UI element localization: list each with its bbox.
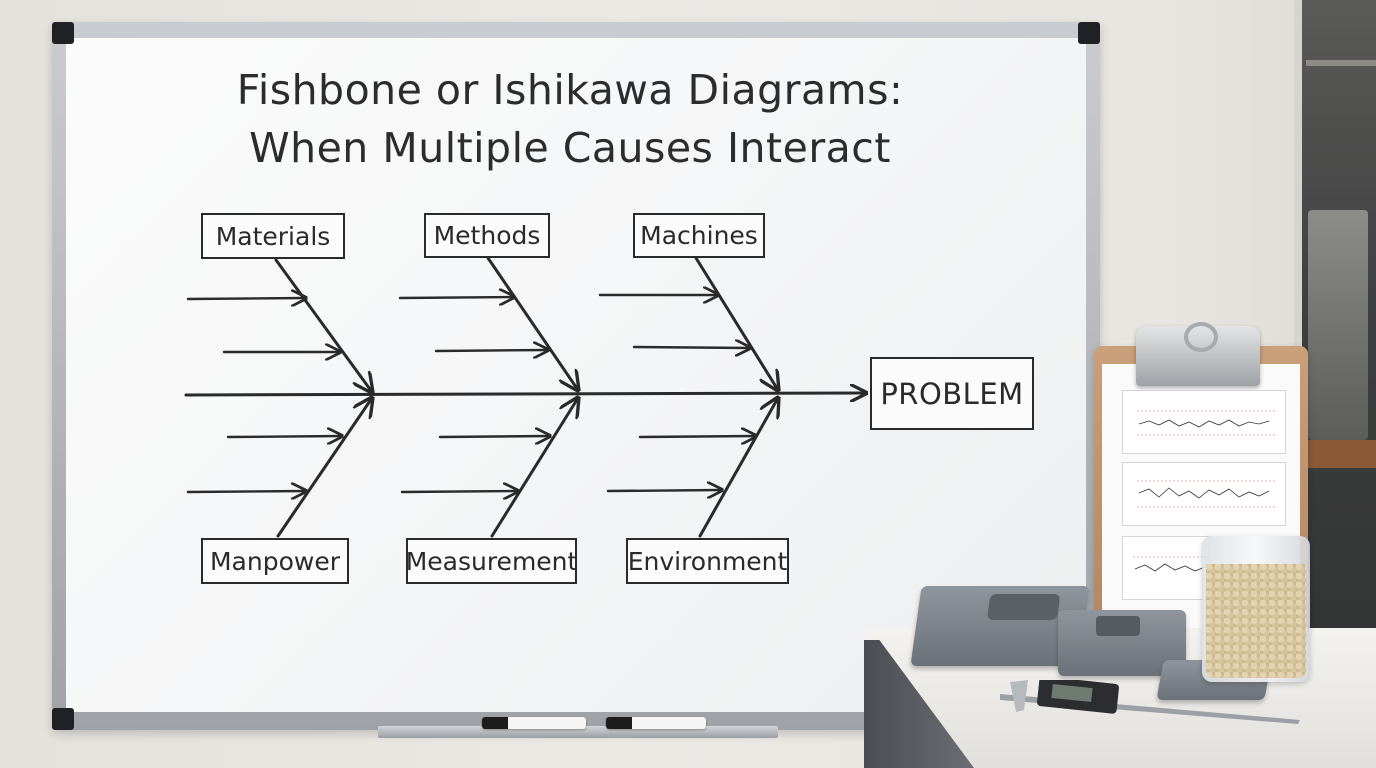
sub-cause-arrow bbox=[638, 436, 756, 437]
category-box-environment: Environment bbox=[626, 538, 789, 584]
bone-machines bbox=[694, 256, 778, 390]
plastic-part bbox=[1058, 610, 1186, 676]
workbench bbox=[1298, 440, 1376, 468]
board-corner bbox=[52, 708, 74, 730]
category-box-measurement: Measurement bbox=[406, 538, 577, 584]
shelf bbox=[1306, 60, 1376, 66]
sub-cause-arrow bbox=[400, 491, 518, 492]
bone-materials bbox=[274, 258, 372, 392]
control-chart-thumbnail bbox=[1122, 536, 1210, 600]
plastic-pellets bbox=[1206, 564, 1306, 678]
part-cavity bbox=[1096, 616, 1140, 636]
machine bbox=[1308, 210, 1368, 440]
marker[interactable] bbox=[482, 717, 586, 729]
sub-cause-arrow bbox=[434, 350, 548, 351]
category-box-machines: Machines bbox=[633, 213, 765, 258]
bone-environment bbox=[698, 398, 778, 538]
clipboard-clip bbox=[1136, 322, 1260, 386]
sub-cause-arrow bbox=[606, 490, 722, 491]
diagram-title-line1: Fishbone or Ishikawa Diagrams: bbox=[236, 66, 904, 114]
category-box-manpower: Manpower bbox=[201, 538, 349, 584]
category-box-materials: Materials bbox=[201, 213, 345, 259]
marker[interactable] bbox=[606, 717, 706, 729]
sub-cause-arrow bbox=[438, 436, 550, 437]
control-chart-thumbnail bbox=[1122, 390, 1286, 454]
spine bbox=[184, 393, 866, 395]
marker-cap bbox=[482, 717, 508, 729]
pellet-jar bbox=[1202, 536, 1310, 682]
control-chart-graphic bbox=[1137, 410, 1275, 436]
marker-cap bbox=[606, 717, 632, 729]
bone-measurement bbox=[490, 398, 578, 538]
marker-tray bbox=[378, 726, 778, 738]
category-box-methods: Methods bbox=[424, 213, 550, 258]
sub-cause-arrow bbox=[632, 347, 750, 348]
control-chart-graphic bbox=[1133, 556, 1207, 572]
diagram-title-line2: When Multiple Causes Interact bbox=[249, 124, 891, 172]
sub-cause-arrow bbox=[398, 297, 514, 298]
clip-ring bbox=[1184, 322, 1218, 352]
sub-cause-arrow bbox=[186, 298, 306, 299]
bone-methods bbox=[486, 256, 578, 390]
board-corner bbox=[1078, 22, 1100, 44]
sub-cause-arrow bbox=[186, 491, 306, 492]
control-chart-graphic bbox=[1137, 480, 1275, 508]
problem-box: PROBLEM bbox=[870, 357, 1034, 430]
control-chart-thumbnail bbox=[1122, 462, 1286, 526]
part-cavity bbox=[986, 594, 1061, 620]
sub-cause-arrow bbox=[226, 436, 342, 437]
door-frame bbox=[1294, 0, 1302, 640]
caliper-icon bbox=[1000, 680, 1300, 724]
bone-manpower bbox=[276, 398, 372, 538]
board-corner bbox=[52, 22, 74, 44]
